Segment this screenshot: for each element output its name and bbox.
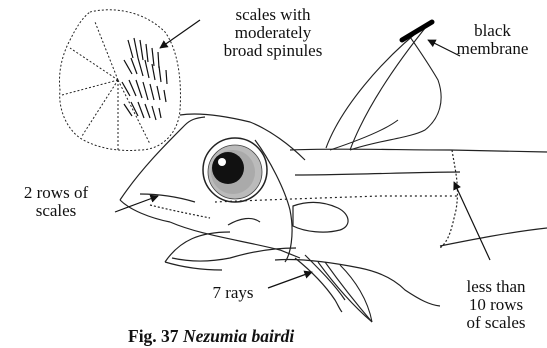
pelvic-fin [318,262,372,322]
scale-inset [59,10,180,151]
fish-body [215,149,547,248]
label-scales-spinules: scales with moderately broad spinules [198,6,348,60]
caption-species: Nezumia bairdi [183,326,294,346]
leader-arrows [115,20,490,288]
caption-prefix: Fig. 37 [128,326,183,346]
label-black-membrane: black membrane [440,22,545,58]
arrow-seven-rays [268,272,312,288]
fish-head [120,114,440,312]
figure-caption: Fig. 37 Nezumia bairdi [128,326,294,347]
fish-eye [203,138,267,202]
label-seven-rays: 7 rays [198,284,268,302]
arrow-scales-spinules [160,20,200,48]
label-two-rows: 2 rows of scales [2,184,110,220]
label-less-than-10: less than 10 rows of scales [447,278,545,332]
arrow-less-than-10 [454,182,490,260]
